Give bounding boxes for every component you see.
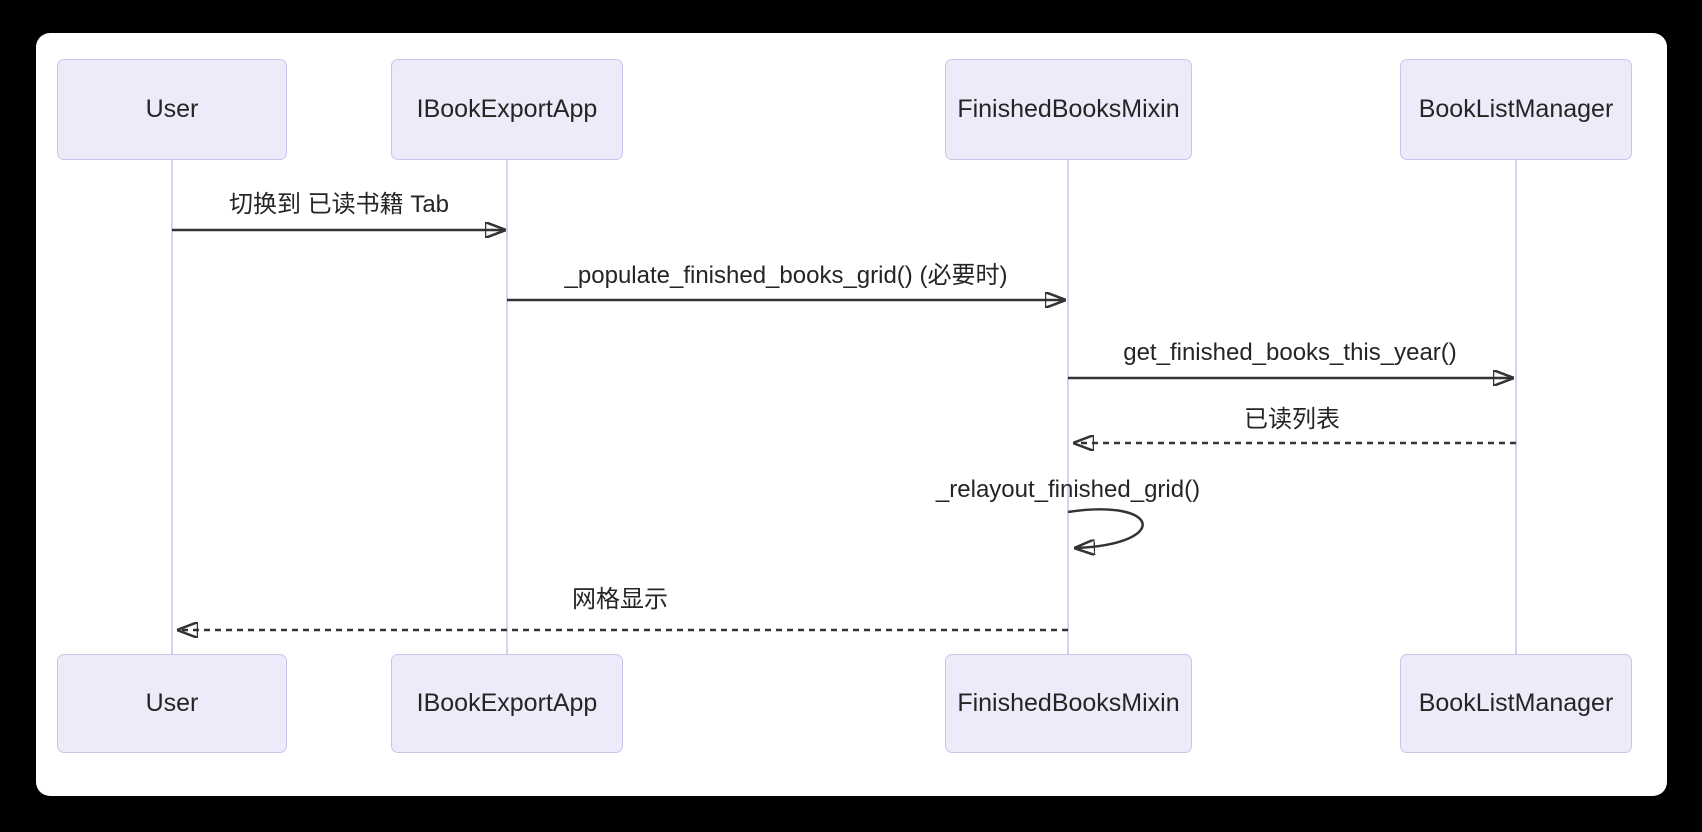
participant-user-bottom: User bbox=[57, 654, 287, 753]
message-label-5: _relayout_finished_grid() bbox=[935, 476, 1201, 503]
message-label-1: 切换到 已读书籍 Tab bbox=[228, 191, 450, 218]
participant-label: User bbox=[145, 689, 199, 717]
message-label-4: 已读列表 bbox=[1244, 406, 1340, 433]
message-label-3: get_finished_books_this_year() bbox=[1123, 339, 1457, 366]
lifeline-user bbox=[171, 160, 173, 655]
sequence-diagram-panel: User IBookExportApp FinishedBooksMixin B… bbox=[36, 33, 1667, 796]
participant-label: IBookExportApp bbox=[416, 95, 598, 123]
participant-label: FinishedBooksMixin bbox=[957, 689, 1180, 717]
participant-user-top: User bbox=[57, 59, 287, 160]
participant-label: FinishedBooksMixin bbox=[957, 95, 1180, 123]
participant-ibook-export-app-bottom: IBookExportApp bbox=[391, 654, 623, 753]
lifeline-finished-books-mixin bbox=[1067, 160, 1069, 655]
message-label-6: 网格显示 bbox=[572, 586, 668, 613]
lifeline-ibook-export-app bbox=[506, 160, 508, 655]
message-label-2: _populate_finished_books_grid() (必要时) bbox=[564, 262, 1008, 289]
message-arrow-5-self-loop bbox=[1067, 508, 1144, 548]
participant-finished-books-mixin-top: FinishedBooksMixin bbox=[945, 59, 1192, 160]
participant-label: BookListManager bbox=[1418, 95, 1614, 123]
participant-book-list-manager-top: BookListManager bbox=[1400, 59, 1632, 160]
participant-label: BookListManager bbox=[1418, 689, 1614, 717]
participant-label: User bbox=[145, 95, 199, 123]
participant-finished-books-mixin-bottom: FinishedBooksMixin bbox=[945, 654, 1192, 753]
lifeline-book-list-manager bbox=[1515, 160, 1517, 655]
participant-ibook-export-app-top: IBookExportApp bbox=[391, 59, 623, 160]
participant-label: IBookExportApp bbox=[416, 689, 598, 717]
participant-book-list-manager-bottom: BookListManager bbox=[1400, 654, 1632, 753]
message-arrows-layer bbox=[172, 33, 1516, 796]
